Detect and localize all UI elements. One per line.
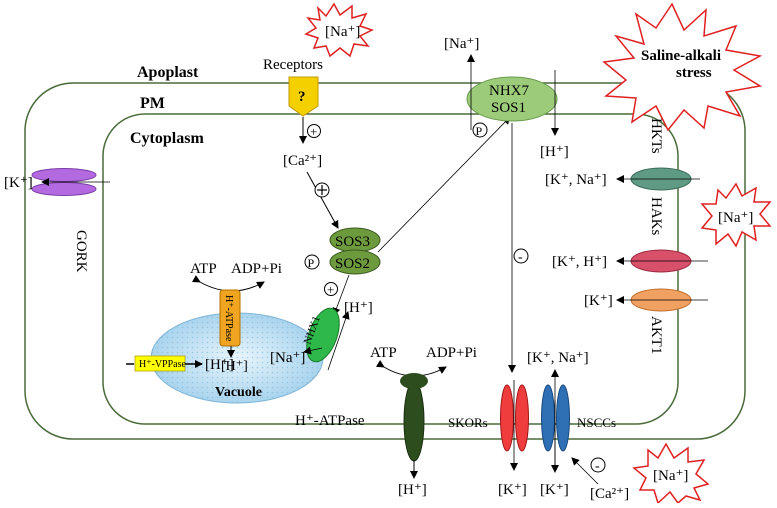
svg-text:P: P (476, 124, 483, 138)
h-atpase-pm-label: H⁺-ATPase (295, 413, 365, 429)
hkts-label: HKTs (648, 118, 664, 154)
k-na-nscc: [K⁺, Na⁺] (527, 350, 589, 366)
h-vac-atp: [H⁺] (221, 359, 248, 374)
vacuole-label: Vacuole (215, 385, 262, 400)
ca-bottom: [Ca²⁺] (590, 486, 629, 502)
receptors-label: Receptors (263, 57, 323, 73)
h-in-sos1: [H⁺] (540, 144, 569, 160)
k-gork: [K⁺] (4, 175, 33, 191)
h-pm-out: [H⁺] (398, 482, 427, 498)
saline-alkali-label: Saline-alkali (641, 48, 721, 64)
receptor: ? (288, 76, 319, 117)
na-top-text: [Na⁺] (325, 24, 360, 40)
k-na-hkt: [K⁺, Na⁺] (545, 172, 607, 188)
pm-label: PM (140, 95, 165, 112)
phospho-sos1: P (472, 122, 488, 138)
na-stress-star-bottom: [Na⁺] (632, 442, 710, 505)
stress-label: stress (676, 65, 712, 81)
akt1-label: AKT1 (648, 316, 664, 354)
receptor-question: ? (298, 89, 306, 105)
k-nscc: [K⁺] (540, 482, 569, 498)
ca-cytoplasm: [Ca²⁺] (283, 153, 322, 169)
nhx1-antiporter (306, 307, 340, 363)
atp-pm: ATP (370, 345, 397, 361)
na-stress-star-right: [Na⁺] (700, 182, 772, 248)
skors-label: SKORs (448, 415, 488, 430)
svg-text:P: P (308, 256, 315, 270)
atp-vac: ATP (190, 261, 217, 277)
h-vppase: [H⁺] (205, 357, 234, 373)
vac-atpase-label: H⁺-ATPase (223, 295, 234, 342)
na-right-text: [Na⁺] (718, 210, 753, 226)
minus-sign-2: - (590, 457, 606, 474)
svg-text:+: + (327, 282, 334, 297)
sos3-label: SOS3 (335, 234, 370, 250)
cytoplasm-label: Cytoplasm (130, 130, 204, 147)
plasma-membrane-outer (24, 82, 746, 440)
na-out-sos1: [Na⁺] (444, 36, 479, 52)
svg-text:-: - (595, 459, 600, 474)
saline-alkali-star: Saline-alkali stress (602, 2, 763, 132)
na-stress-star-top: [Na⁺] (304, 2, 374, 58)
skor-channel-left (500, 384, 514, 452)
gork-label: GORK (73, 230, 89, 273)
plus-sign-3: + (324, 282, 338, 297)
apoplast-label: Apoplast (137, 64, 199, 81)
vacuole (150, 312, 324, 404)
vacuolar-h-atpase (219, 289, 241, 347)
plus-sign-1: + (307, 124, 321, 139)
sos2-label: SOS2 (335, 256, 370, 272)
phospho-sos2: P (304, 254, 320, 270)
h-nhx1: [H⁺] (344, 300, 373, 316)
nsccs-label: NSCCs (577, 415, 616, 430)
gork-channel-top (31, 168, 97, 182)
nscc-channel-right (556, 384, 570, 452)
na-nhx1: [Na⁺] (270, 350, 305, 366)
k-akt: [K⁺] (584, 293, 613, 309)
nhx7-sos1-antiporter (466, 76, 558, 122)
adp-vac: ADP+Pi (231, 261, 282, 277)
minus-sign-1: - (513, 248, 529, 265)
svg-text:+: + (310, 124, 317, 139)
k-h-hak: [K⁺, H⁺] (552, 254, 607, 270)
vppase-label: H⁺-VPPase (139, 359, 187, 370)
sos2-protein (329, 249, 381, 275)
k-skor: [K⁺] (498, 482, 527, 498)
nhx7-label: NHX7 (489, 83, 529, 99)
nscc-channel-left (541, 384, 555, 452)
gork-channel-bottom (31, 182, 97, 196)
adp-pm: ADP+Pi (426, 345, 477, 361)
svg-text:-: - (518, 250, 523, 265)
skor-channel-right (515, 384, 529, 452)
haks-label: HAKs (648, 197, 664, 235)
sos1-label: SOS1 (491, 100, 526, 116)
plus-sign-2 (314, 182, 330, 198)
pm-h-atpase (403, 380, 425, 462)
na-bottom-text: [Na⁺] (653, 468, 688, 484)
